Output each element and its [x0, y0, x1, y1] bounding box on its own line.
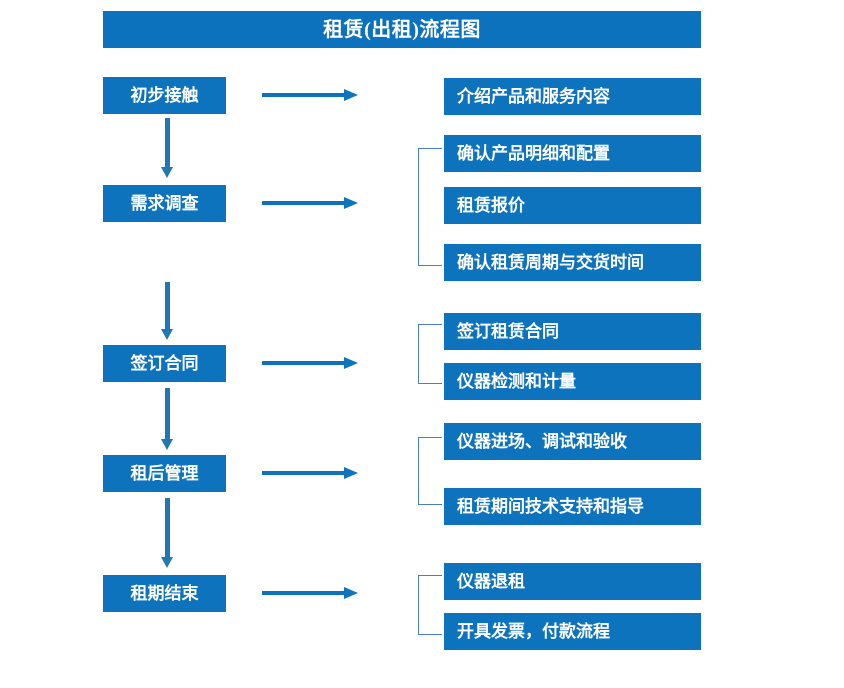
arrow-shaft — [165, 282, 170, 329]
stage-label: 需求调查 — [130, 194, 199, 213]
detail-box-instrument-return[interactable]: 仪器退租 — [444, 563, 701, 600]
stage-label: 租期结束 — [130, 584, 199, 603]
detail-box-instrument-entry-commissioning-acceptance[interactable]: 仪器进场、调试和验收 — [444, 423, 701, 460]
detail-label: 仪器进场、调试和验收 — [457, 432, 627, 451]
vertical-arrow-3 — [161, 388, 173, 450]
vertical-arrow-1 — [161, 118, 173, 178]
group-bracket-lease-end — [418, 575, 442, 635]
detail-box-confirm-rental-period-delivery[interactable]: 确认租赁周期与交货时间 — [444, 244, 701, 281]
group-bracket-demand-survey — [418, 148, 442, 266]
arrow-head — [344, 197, 358, 209]
horizontal-arrow-2 — [262, 197, 358, 209]
vertical-arrow-2 — [161, 282, 173, 340]
arrow-head — [344, 587, 358, 599]
arrow-shaft — [262, 361, 346, 365]
flowchart-title-bar: 租赁(出租)流程图 — [103, 11, 701, 48]
stage-box-sign-contract[interactable]: 签订合同 — [103, 345, 226, 382]
stage-box-post-rental-management[interactable]: 租后管理 — [103, 455, 226, 492]
arrow-shaft — [165, 498, 170, 557]
arrow-head — [161, 167, 173, 178]
arrow-shaft — [262, 93, 346, 97]
horizontal-arrow-3 — [262, 357, 358, 369]
detail-box-rental-quotation[interactable]: 租赁报价 — [444, 187, 701, 224]
detail-label: 开具发票，付款流程 — [457, 622, 610, 641]
stage-label: 租后管理 — [130, 464, 199, 483]
detail-label: 介绍产品和服务内容 — [457, 87, 610, 106]
arrow-head — [161, 439, 173, 450]
page-title: 租赁(出租)流程图 — [323, 18, 481, 41]
detail-label: 签订租赁合同 — [457, 322, 559, 341]
detail-label: 租赁期间技术支持和指导 — [457, 497, 644, 516]
arrow-head — [344, 467, 358, 479]
horizontal-arrow-5 — [262, 587, 358, 599]
vertical-arrow-4 — [161, 498, 173, 568]
arrow-shaft — [262, 201, 346, 205]
detail-label: 确认产品明细和配置 — [457, 144, 610, 163]
detail-label: 确认租赁周期与交货时间 — [457, 253, 644, 272]
horizontal-arrow-4 — [262, 467, 358, 479]
arrow-shaft — [262, 591, 346, 595]
stage-box-lease-end[interactable]: 租期结束 — [103, 575, 226, 612]
group-bracket-post-rental-management — [418, 437, 442, 505]
detail-box-instrument-inspection-metering[interactable]: 仪器检测和计量 — [444, 363, 701, 400]
detail-box-invoice-payment-process[interactable]: 开具发票，付款流程 — [444, 613, 701, 650]
group-bracket-sign-contract — [418, 324, 442, 384]
stage-label: 签订合同 — [130, 354, 199, 373]
arrow-shaft — [165, 118, 170, 167]
detail-box-confirm-product-details[interactable]: 确认产品明细和配置 — [444, 135, 701, 172]
stage-box-preliminary-contact[interactable]: 初步接触 — [103, 77, 226, 114]
arrow-head — [161, 329, 173, 340]
arrow-head — [161, 557, 173, 568]
arrow-head — [344, 357, 358, 369]
detail-box-rental-period-technical-support[interactable]: 租赁期间技术支持和指导 — [444, 488, 701, 525]
detail-label: 仪器退租 — [457, 572, 525, 591]
detail-box-sign-rental-contract[interactable]: 签订租赁合同 — [444, 313, 701, 350]
arrow-shaft — [165, 388, 170, 439]
detail-label: 仪器检测和计量 — [457, 372, 576, 391]
stage-box-demand-survey[interactable]: 需求调查 — [103, 185, 226, 222]
stage-label: 初步接触 — [130, 86, 199, 105]
horizontal-arrow-1 — [262, 89, 358, 101]
arrow-shaft — [262, 471, 346, 475]
arrow-head — [344, 89, 358, 101]
detail-box-introduce-products-services[interactable]: 介绍产品和服务内容 — [444, 78, 701, 115]
detail-label: 租赁报价 — [457, 196, 525, 215]
